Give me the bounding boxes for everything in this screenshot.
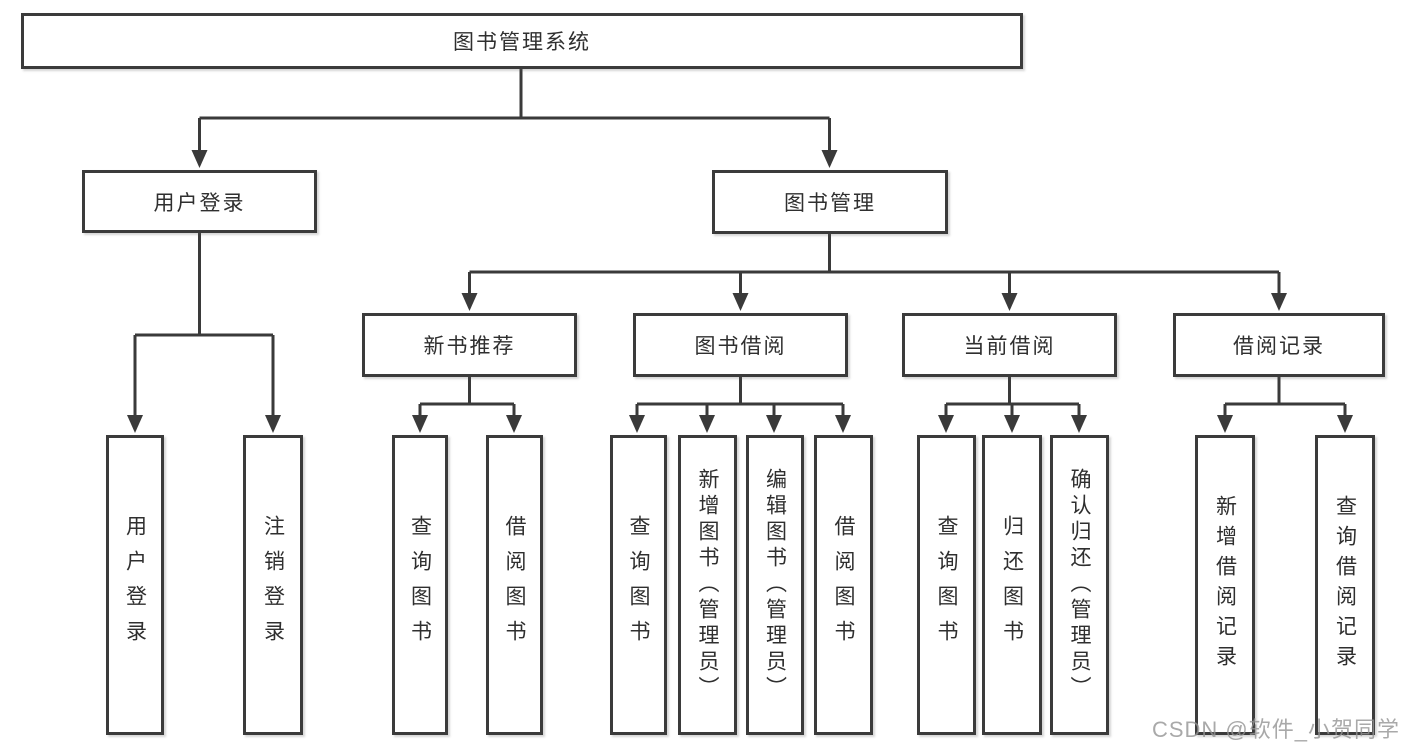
node-borrow-records: 借阅记录 [1173, 313, 1385, 377]
leaf-recommend-query-book: 查询图书 [392, 435, 448, 735]
leaf-return-book: 归还图书 [982, 435, 1042, 735]
node-book-management: 图书管理 [712, 170, 948, 234]
leaf-query-borrow-record-label: 查询借阅记录 [1333, 495, 1357, 675]
node-new-book-recommend-label: 新书推荐 [423, 335, 516, 358]
leaf-confirm-return-admin-label: 确认归还（管理员） [1068, 468, 1091, 702]
node-new-book-recommend: 新书推荐 [362, 313, 577, 377]
leaf-add-book-admin: 新增图书（管理员） [678, 435, 737, 735]
leaf-current-query-book: 查询图书 [917, 435, 976, 735]
node-user-login-label: 用户登录 [153, 191, 246, 215]
leaf-confirm-return-admin: 确认归还（管理员） [1050, 435, 1109, 735]
arrowheads [127, 150, 1353, 433]
node-book-borrow: 图书借阅 [633, 313, 848, 377]
node-book-management-label: 图书管理 [784, 192, 876, 215]
leaf-edit-book-admin: 编辑图书（管理员） [746, 435, 804, 735]
leaf-borrow-query-book-label: 查询图书 [627, 515, 650, 655]
node-current-borrow: 当前借阅 [902, 313, 1117, 377]
node-user-login: 用户登录 [82, 170, 317, 233]
leaf-add-book-admin-label: 新增图书（管理员） [696, 468, 719, 702]
node-current-borrow-label: 当前借阅 [963, 335, 1056, 358]
leaf-add-borrow-record: 新增借阅记录 [1195, 435, 1255, 735]
leaf-recommend-borrow-book-label: 借阅图书 [503, 515, 526, 655]
node-root-label: 图书管理系统 [453, 31, 591, 54]
leaf-recommend-borrow-book: 借阅图书 [486, 435, 543, 735]
leaf-recommend-query-book-label: 查询图书 [408, 515, 432, 655]
leaf-borrow-query-book: 查询图书 [610, 435, 667, 735]
leaf-add-borrow-record-label: 新增借阅记录 [1213, 495, 1237, 675]
leaf-logout-label: 注销登录 [261, 515, 285, 655]
node-borrow-records-label: 借阅记录 [1233, 335, 1325, 358]
node-root: 图书管理系统 [21, 13, 1023, 69]
leaf-borrow-book: 借阅图书 [814, 435, 873, 735]
leaf-query-borrow-record: 查询借阅记录 [1315, 435, 1375, 735]
leaf-borrow-book-label: 借阅图书 [832, 515, 855, 655]
leaf-edit-book-admin-label: 编辑图书（管理员） [763, 468, 787, 702]
leaf-current-query-book-label: 查询图书 [935, 515, 958, 655]
node-book-borrow-label: 图书借阅 [694, 335, 787, 358]
leaf-user-login: 用户登录 [106, 435, 164, 735]
leaf-user-login-label: 用户登录 [123, 515, 147, 655]
csdn-watermark: CSDN @软件_小贺同学 [1151, 717, 1400, 742]
leaf-logout: 注销登录 [243, 435, 303, 735]
leaf-return-book-label: 归还图书 [1000, 515, 1024, 655]
